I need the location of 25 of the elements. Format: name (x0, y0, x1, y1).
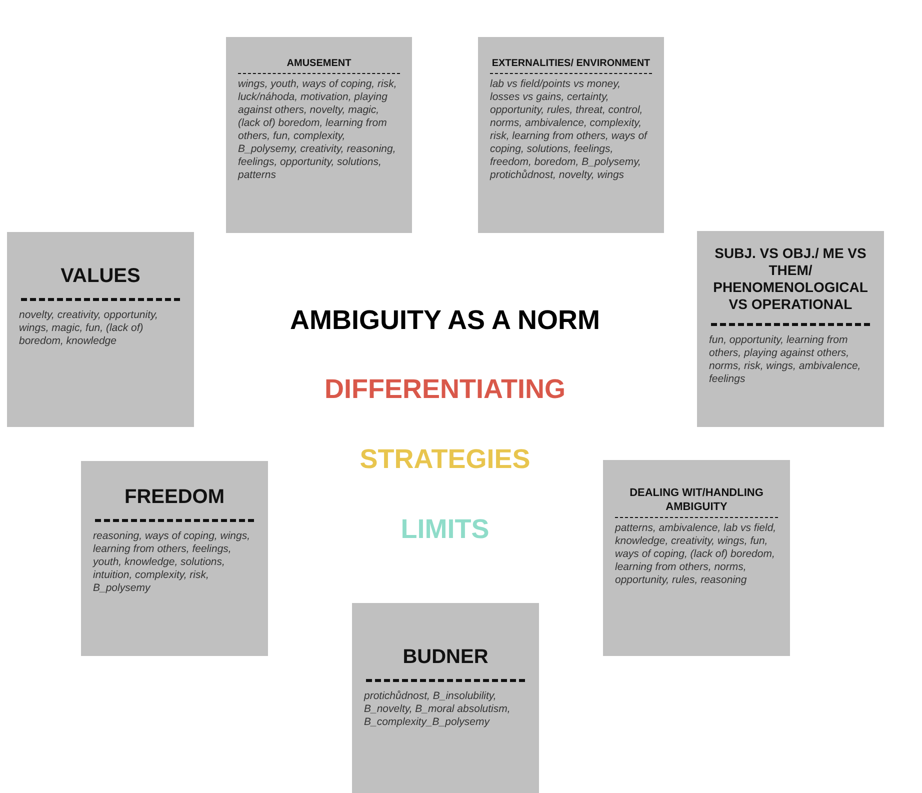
keyword-list: novelty, creativity, opportunity, wings, magic, fun, (lack of) boredom, knowledge (19, 309, 182, 348)
box-heading: BUDNER (402, 645, 490, 669)
box-heading: EXTERNALITIES/ ENVIRONMENT (490, 57, 652, 70)
center-heading: STRATEGIES (360, 443, 530, 476)
box-heading: DEALING WIT/HANDLING AMBIGUITY (628, 486, 764, 514)
keyword-list: wings, youth, ways of coping, risk, luck/náhoda, motivation, playing against others, novelty, magic, (lack of) boredom, learning from others, fun, complexity, B_polysemy, creativity, reasoning, feelings, opportunity, solutions, patterns (238, 78, 400, 182)
keyword-list: reasoning, ways of coping, wings, learning from others, feelings, youth, knowledge, solutions, intuition, complexity, risk, B_polysemy (93, 530, 256, 595)
category-box (603, 460, 790, 656)
keyword-list: patterns, ambivalence, lab vs field, knowledge, creativity, wings, fun, ways of coping, (lack of) boredom, learning from others, norms, opportunity, rules, reasoning (615, 522, 778, 587)
keyword-list: protichůdnost, B_insolubility, B_novelty, B_moral absolutism, B_complexity_B_polysemy (364, 690, 527, 729)
category-box (81, 461, 268, 656)
category-box (697, 231, 884, 427)
category-box (352, 603, 539, 793)
center-heading: AMBIGUITY AS A NORM (290, 304, 600, 337)
box-heading: SUBJ. VS OBJ./ ME VS THEM/ PHENOMENOLOGICAL VS OPERATIONAL (712, 245, 869, 313)
center-heading: DIFFERENTIATING (324, 373, 566, 406)
center-heading: LIMITS (400, 513, 490, 546)
box-heading: VALUES (60, 264, 142, 288)
box-heading: AMUSEMENT (286, 57, 352, 70)
category-box (226, 37, 412, 233)
keyword-list: fun, opportunity, learning from others, playing against others, norms, risk, wings, ambivalence, feelings (709, 334, 872, 386)
keyword-list: lab vs field/points vs money, losses vs gains, certainty, opportunity, rules, threat, control, norms, ambivalence, complexity, risk, learning from others, ways of coping, solutions, feelings, freedom, boredom, B_polysemy, protichůdnost, novelty, wings (490, 78, 652, 182)
category-box (7, 232, 194, 427)
box-heading: FREEDOM (124, 485, 226, 509)
category-box (478, 37, 664, 233)
